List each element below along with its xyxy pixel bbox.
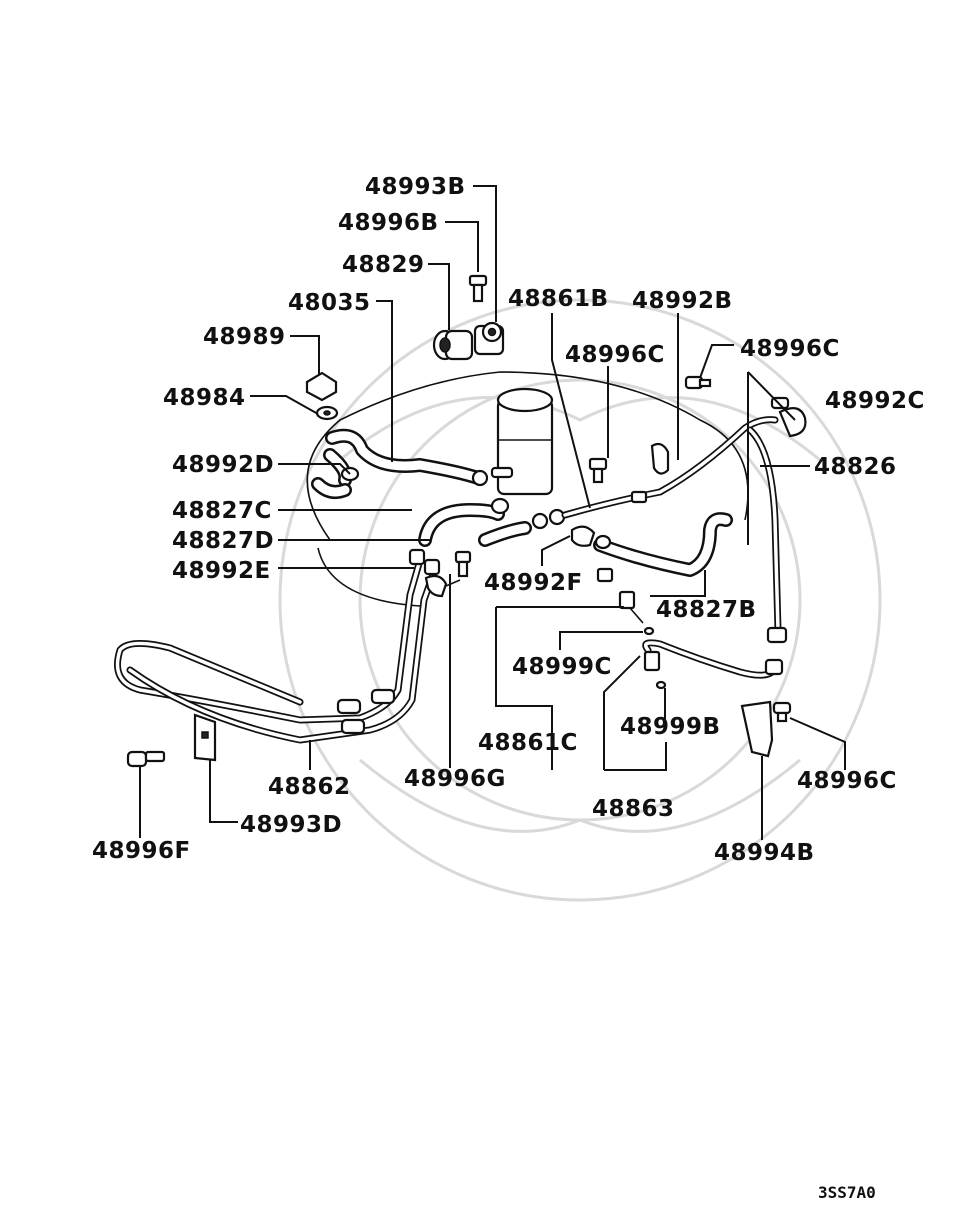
o-ring-48999b	[655, 680, 667, 690]
label-48996c-right: 48996C	[740, 336, 840, 362]
bolt-48996c-right	[684, 375, 712, 390]
label-48996c-bottom: 48996C	[797, 768, 897, 794]
label-48992f: 48992F	[484, 570, 583, 596]
label-48984: 48984	[163, 385, 246, 411]
watermark-emblem	[278, 298, 882, 902]
label-48992c: 48992C	[825, 388, 925, 414]
label-48993d: 48993D	[240, 812, 342, 838]
label-48861b: 48861B	[508, 286, 609, 312]
parts-artwork	[114, 274, 807, 768]
bolt-48996c-bottom	[772, 701, 792, 723]
bolt-48996g	[445, 550, 472, 587]
reservoir-bracket	[473, 321, 505, 356]
nut-48989	[305, 371, 338, 402]
clamp-48992b	[650, 442, 670, 475]
label-48826: 48826	[814, 454, 897, 480]
o-ring-48999c	[643, 626, 655, 636]
label-48861c: 48861C	[478, 730, 578, 756]
clamp-48992f	[570, 525, 612, 550]
label-48996f: 48996F	[92, 838, 191, 864]
part-labels: 48993B 48996B 48829 48035 48861B 48992B …	[92, 174, 925, 866]
bracket-48994b	[740, 700, 774, 758]
reservoir-cap	[432, 329, 474, 361]
label-48862: 48862	[268, 774, 351, 800]
label-48827b: 48827B	[656, 597, 757, 623]
label-48999c: 48999C	[512, 654, 612, 680]
label-48993b: 48993B	[365, 174, 466, 200]
reservoir	[490, 387, 554, 496]
label-48996b: 48996B	[338, 210, 439, 236]
washer-48984	[315, 405, 339, 421]
clip-48993d	[193, 713, 217, 762]
label-48994b: 48994B	[714, 840, 815, 866]
label-48999b: 48999B	[620, 714, 721, 740]
label-48829: 48829	[342, 252, 425, 278]
label-48996c-top: 48996C	[565, 342, 665, 368]
label-48035: 48035	[288, 290, 371, 316]
label-48827c: 48827C	[172, 498, 272, 524]
label-48992e: 48992E	[172, 558, 271, 584]
bolt-48996c-top	[588, 457, 608, 484]
label-48992d: 48992D	[172, 452, 274, 478]
drawing-code: 3SS7A0	[818, 1183, 876, 1202]
clamp-48992d	[340, 466, 489, 487]
label-48989: 48989	[203, 324, 286, 350]
pipe-fitting-48861c	[596, 567, 644, 624]
label-48827d: 48827D	[172, 528, 274, 554]
bolt-48996b	[468, 274, 488, 303]
reference-outline	[306, 371, 749, 541]
bolt-48996f	[126, 750, 166, 768]
label-48996g: 48996G	[404, 766, 506, 792]
label-48863: 48863	[592, 796, 675, 822]
leader-lines	[139, 185, 846, 840]
label-48992b: 48992B	[632, 288, 733, 314]
clamp-48992c	[770, 396, 807, 438]
